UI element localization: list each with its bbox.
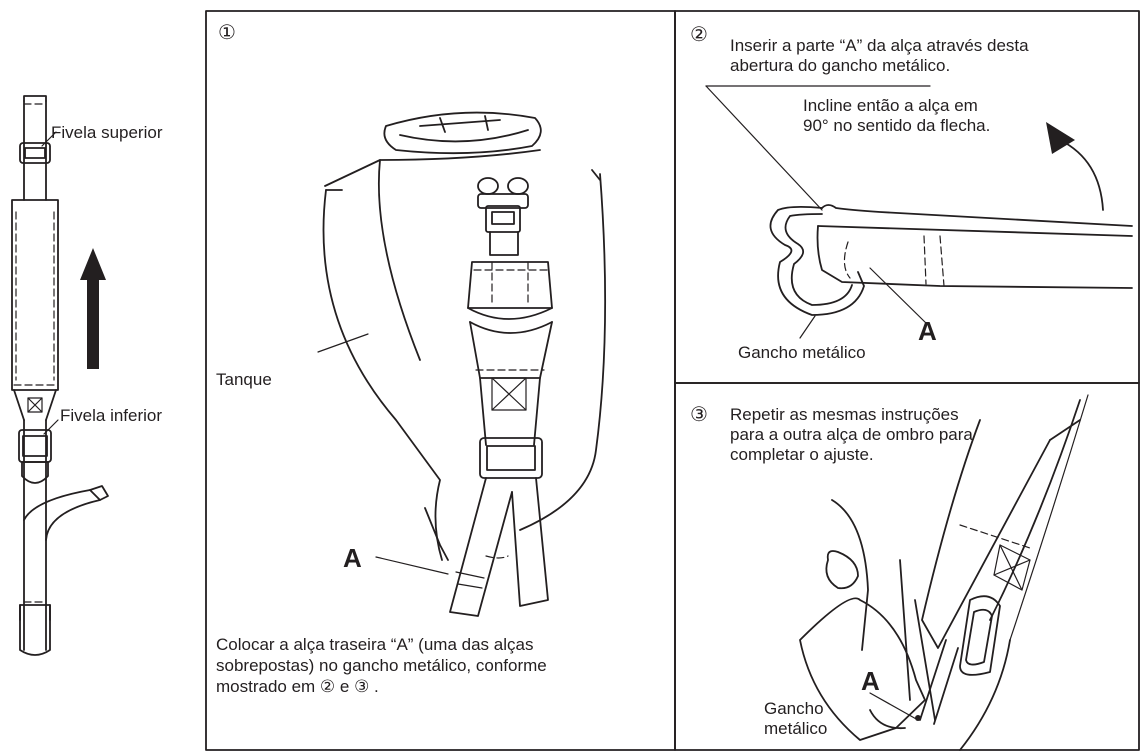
panel-1-caption-line-3: mostrado em ② e ③ . — [216, 676, 379, 697]
panel1-pointer-line — [376, 557, 448, 574]
panel-2-instruction-line-1: Inserir a parte “A” da alça através dest… — [730, 35, 1029, 56]
panel-1-caption-line-2: sobrepostas) no gancho metálico, conform… — [216, 655, 547, 676]
panel-3-point-a: A — [861, 666, 880, 697]
tank-label: Tanque — [216, 369, 272, 390]
panel-3-instruction-line-1: Repetir as mesmas instruções — [730, 404, 959, 425]
panel-3-instruction-line-2: para a outra alça de ombro para — [730, 424, 973, 445]
panel-3-instruction-line-3: completar o ajuste. — [730, 444, 874, 465]
panel-2-hook-label: Gancho metálico — [738, 342, 866, 363]
tank-drawing — [323, 113, 605, 560]
panel-3-hook-label-line-1: Gancho — [764, 698, 824, 719]
panel-2-point-a: A — [918, 316, 937, 347]
tank-pointer-line — [318, 334, 368, 352]
panel-1-point-a: A — [343, 543, 362, 574]
panel-3-hook-label-line-2: metálico — [764, 718, 827, 739]
panel-3-number: ③ — [690, 402, 708, 427]
curved-arrow-icon — [1046, 122, 1103, 210]
panel-2-number: ② — [690, 22, 708, 47]
panel-2-tilt-note-line-1: Incline então a alça em — [803, 95, 978, 116]
panel-2-instruction-line-2: abertura do gancho metálico. — [730, 55, 950, 76]
panel-1-number: ① — [218, 20, 236, 45]
upper-buckle-label: Fivela superior — [51, 122, 163, 143]
panel3-pointer-line — [870, 693, 918, 720]
panel-2-tilt-note-line-2: 90° no sentido da flecha. — [803, 115, 990, 136]
up-arrow-icon — [80, 248, 106, 369]
shoulder-strap-drawing — [12, 96, 108, 655]
panel-1-caption-line-1: Colocar a alça traseira “A” (uma das alç… — [216, 634, 533, 655]
lower-buckle-label: Fivela inferior — [60, 405, 162, 426]
